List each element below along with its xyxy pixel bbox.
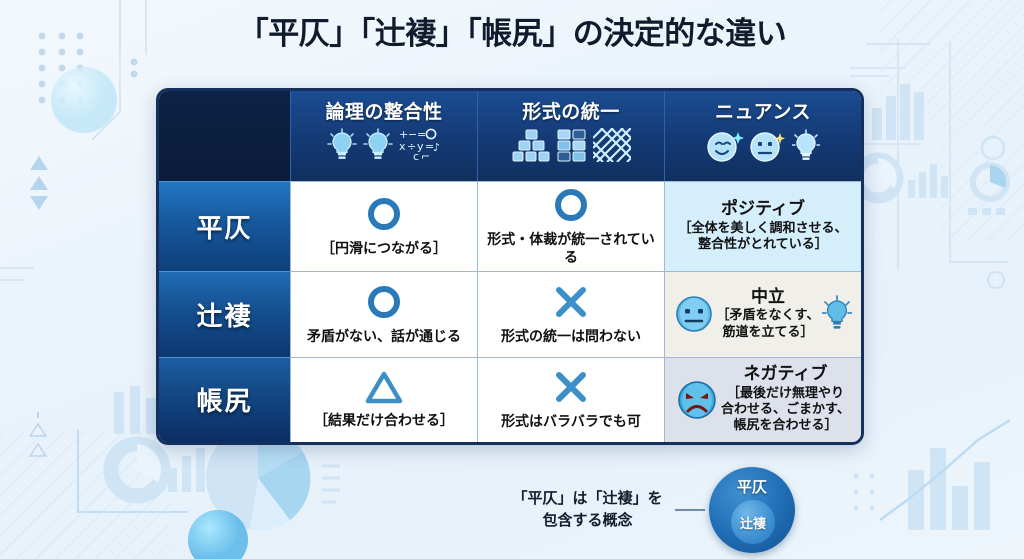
mark-triangle [364, 369, 404, 408]
mark-cross [552, 368, 590, 409]
footer-summary: 「平仄」は「辻褄」を 包含する概念 平仄 辻褄 [500, 465, 860, 555]
cell-heisoku-nuance: ポジティブ ［全体を美しく調和させる、 整合性がとれている］ [664, 181, 861, 271]
svg-text:♪: ♪ [433, 141, 440, 154]
svg-text:=: = [417, 128, 426, 141]
footer-connector-line [675, 509, 705, 511]
comparison-table: 論理の整合性 [156, 88, 864, 445]
cell-choujiri-nuance-head: ネガティブ [743, 364, 828, 385]
venn-inner-circle: 辻褄 [731, 500, 775, 544]
row-label-choujiri: 帳尻 [159, 356, 290, 442]
lightbulb-icon [327, 128, 357, 159]
column-header-format: 形式の統一 [477, 91, 664, 181]
cell-choujiri-logic-text: ［結果だけ合わせる］ [314, 413, 454, 429]
svg-text:+: + [399, 128, 408, 141]
math-symbols-icon: +−= x÷y =♪ c⌐ [399, 128, 440, 162]
venn-outer-label: 平仄 [736, 478, 767, 496]
row-label-heisoku-text: 平仄 [196, 214, 253, 244]
grid-squares-icon [557, 129, 586, 162]
mark-circle [365, 195, 403, 236]
column-header-nuance: ニュアンス [664, 91, 861, 181]
svg-text:x: x [399, 140, 406, 153]
cell-heisoku-nuance-body: ［全体を美しく調和させる、 整合性がとれている］ [678, 220, 848, 252]
cell-tsujitsuma-format-text: 形式の統一は問わない [501, 328, 641, 345]
cell-choujiri-format-text: 形式はバラバラでも可 [501, 414, 641, 430]
svg-text:=: = [425, 140, 434, 153]
column-header-nuance-icons [706, 128, 820, 164]
smiley-face-icon [707, 132, 744, 162]
cell-heisoku-format-text: 形式・体裁が統一されている [487, 232, 655, 266]
page-title-container: 「平仄」「辻褄」「帳尻」の決定的な違い [0, 16, 1024, 53]
lightbulb-icon [822, 295, 853, 329]
blocks-icon [512, 129, 550, 162]
cell-tsujitsuma-logic-text: 矛盾がない、話が通じる [307, 328, 461, 345]
mark-cross [552, 283, 590, 324]
cell-tsujitsuma-nuance-body: ［矛盾をなくす、 筋道を立てる］ [716, 308, 820, 340]
cell-heisoku-nuance-head: ポジティブ [721, 198, 805, 219]
venn-diagram: 平仄 辻褄 [709, 467, 795, 553]
venn-inner-label: 辻褄 [739, 516, 766, 532]
mark-circle [552, 186, 590, 227]
column-header-logic-label: 論理の整合性 [325, 101, 443, 123]
column-header-logic-icons: +−= x÷y =♪ c⌐ [327, 128, 441, 162]
neutral-face-icon [675, 296, 712, 333]
cell-tsujitsuma-nuance: 中立 ［矛盾をなくす、 筋道を立てる］ [664, 271, 861, 357]
cell-heisoku-logic-text: ［円滑につながる］ [321, 240, 447, 257]
cell-tsujitsuma-nuance-head: 中立 [751, 286, 785, 307]
mark-circle [365, 283, 403, 324]
column-header-format-label: 形式の統一 [522, 101, 620, 123]
page-title: 「平仄」「辻褄」「帳尻」の決定的な違い [237, 16, 787, 52]
svg-text:÷: ÷ [407, 140, 416, 153]
cell-choujiri-nuance: ネガティブ ［最後だけ無理やり 合わせる、ごまかす、 帳尻を合わせる］ [664, 356, 861, 442]
row-label-choujiri-text: 帳尻 [196, 387, 253, 418]
cell-choujiri-format: 形式はバラバラでも可 [477, 356, 664, 442]
svg-text:y: y [417, 140, 424, 153]
lightbulb-icon [792, 129, 820, 160]
cell-tsujitsuma-format: 形式の統一は問わない [477, 271, 664, 357]
lightbulb-icon [363, 128, 393, 159]
cell-heisoku-format: 形式・体裁が統一されている [477, 181, 664, 271]
cell-heisoku-logic: ［円滑につながる］ [290, 181, 477, 271]
cell-choujiri-logic: ［結果だけ合わせる］ [290, 356, 477, 442]
table-corner-cell [159, 91, 290, 181]
woven-pattern-icon [593, 128, 631, 162]
svg-text:⌐: ⌐ [421, 150, 430, 162]
row-label-tsujitsuma-text: 辻褄 [196, 301, 253, 332]
cell-tsujitsuma-logic: 矛盾がない、話が通じる [290, 271, 477, 357]
cell-choujiri-nuance-body: ［最後だけ無理やり 合わせる、ごまかす、 帳尻を合わせる］ [721, 385, 850, 434]
svg-text:−: − [408, 128, 417, 141]
svg-text:c: c [413, 150, 419, 162]
column-header-logic: 論理の整合性 [290, 91, 477, 181]
footer-caption: 「平仄」は「辻褄」を 包含する概念 [512, 489, 663, 529]
angry-face-icon [678, 380, 716, 419]
neutral-face-icon [750, 132, 785, 162]
column-header-nuance-label: ニュアンス [715, 101, 811, 123]
row-label-tsujitsuma: 辻褄 [159, 271, 290, 357]
column-header-format-icons [511, 128, 631, 162]
row-label-heisoku: 平仄 [159, 181, 290, 271]
